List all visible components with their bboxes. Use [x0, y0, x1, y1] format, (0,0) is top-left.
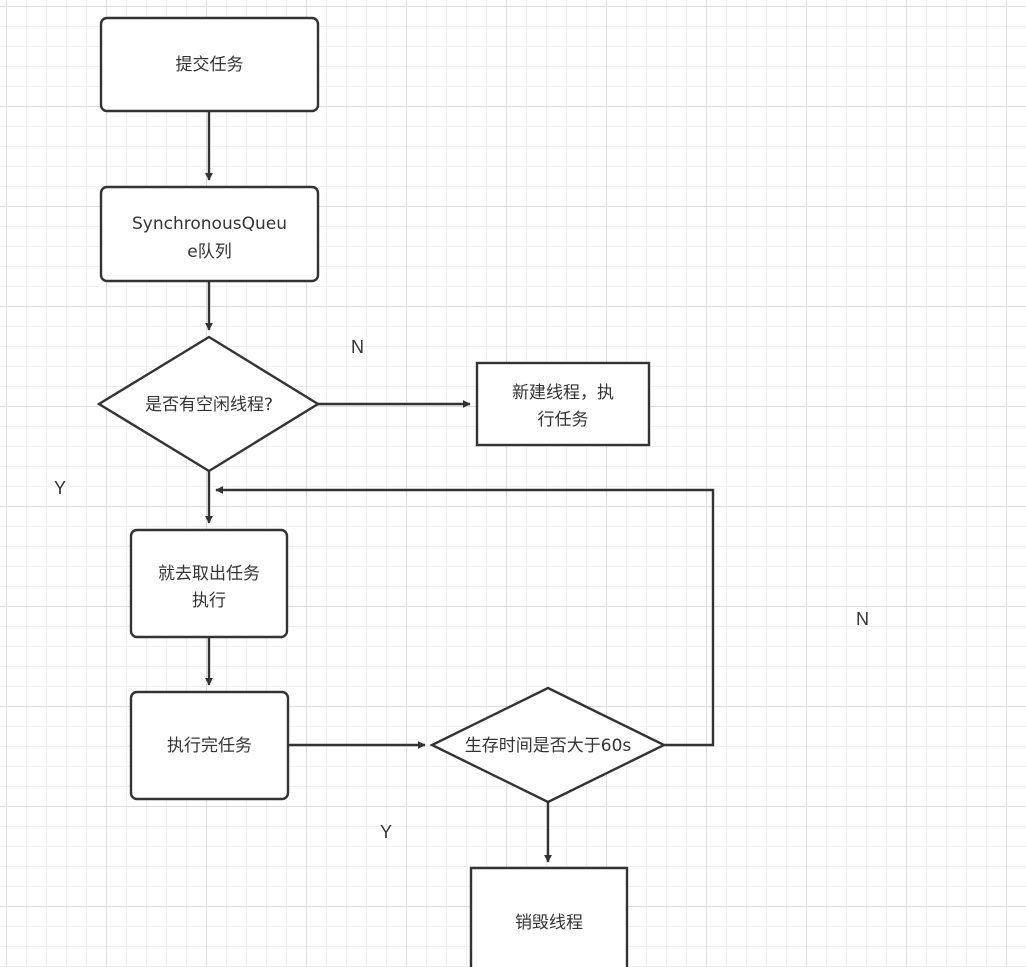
node-idle-thread-check: 是否有空闲线程? [96, 335, 321, 473]
node-alive-check-diamond [429, 686, 667, 804]
node-idle-thread-check-diamond [96, 335, 321, 473]
node-new-thread-label-line1: 新建线程，执 [512, 383, 614, 403]
node-submit-task: 提交任务 [99, 16, 320, 113]
edge-label-alive-yes: Y [380, 822, 392, 842]
edge-label-idle-no: N [351, 337, 364, 357]
node-sync-queue-box [99, 185, 320, 283]
node-take-task: 就去取出任务 执行 [129, 528, 289, 639]
node-submit-task-box [99, 16, 320, 113]
edge-alive-no-loop-back [215, 486, 715, 747]
node-finish-task-box [129, 690, 290, 801]
node-new-thread: 新建线程，执 行任务 [475, 361, 651, 447]
node-finish-task-label: 执行完任务 [167, 736, 252, 756]
node-new-thread-box [475, 361, 651, 447]
edge-label-alive-no: N [856, 609, 869, 629]
node-destroy-thread-box [469, 866, 629, 967]
node-alive-check-label: 生存时间是否大于60s [465, 736, 632, 756]
node-take-task-label-line2: 执行 [192, 591, 226, 611]
node-sync-queue-label-line2: e队列 [187, 242, 231, 262]
node-new-thread-label-line2: 行任务 [538, 410, 589, 430]
node-idle-thread-check-label: 是否有空闲线程? [145, 395, 273, 415]
node-finish-task: 执行完任务 [129, 690, 290, 801]
node-take-task-box [129, 528, 289, 639]
edge-labels: N Y N Y [54, 337, 869, 842]
node-alive-check: 生存时间是否大于60s [429, 686, 667, 804]
node-destroy-thread-label: 销毁线程 [515, 913, 583, 933]
node-take-task-label-line1: 就去取出任务 [158, 564, 260, 584]
node-sync-queue-label-line1: SynchronousQueu [132, 214, 287, 234]
node-destroy-thread: 销毁线程 [469, 866, 629, 967]
edges [205, 111, 715, 863]
edge-label-idle-yes: Y [54, 478, 66, 498]
node-submit-task-label: 提交任务 [176, 55, 244, 75]
node-sync-queue: SynchronousQueu e队列 [99, 185, 320, 283]
